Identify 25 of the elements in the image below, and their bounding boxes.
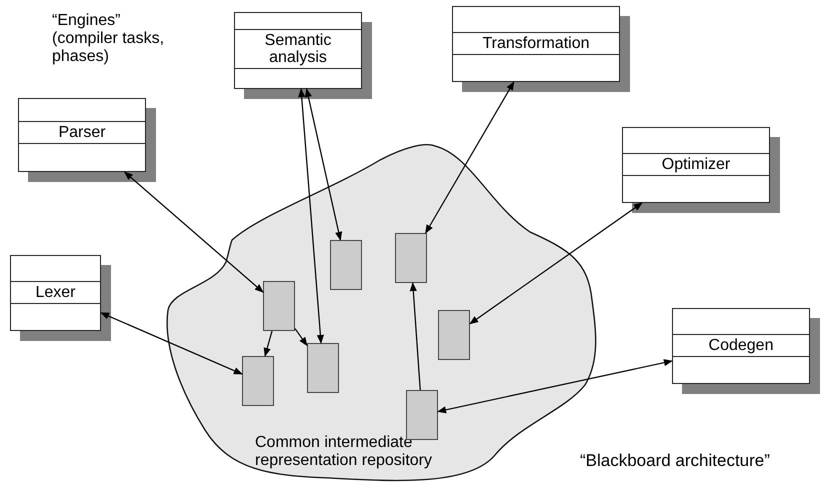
engine-name: Transformation bbox=[453, 32, 619, 55]
data-block bbox=[395, 233, 427, 283]
engine-name: Lexer bbox=[11, 281, 100, 304]
data-block bbox=[438, 310, 470, 360]
arrow bbox=[100, 312, 243, 375]
caption-text: “Blackboard architecture” bbox=[580, 452, 771, 470]
engine-name: Parser bbox=[19, 121, 145, 144]
engine-name: Codegen bbox=[673, 334, 809, 357]
data-block bbox=[307, 343, 339, 393]
engine-name: Semantic analysis bbox=[235, 29, 361, 69]
arrow bbox=[264, 330, 273, 357]
arrow bbox=[298, 88, 324, 344]
arrow bbox=[294, 328, 308, 346]
repository-label: Common intermediate representation repository bbox=[255, 434, 433, 470]
arrow bbox=[410, 282, 421, 390]
data-block bbox=[242, 356, 274, 406]
arrow bbox=[469, 202, 643, 324]
data-block bbox=[330, 240, 362, 290]
arrow bbox=[437, 359, 673, 414]
arrow bbox=[124, 171, 264, 293]
engine-name: Optimizer bbox=[623, 153, 769, 176]
annotation-text: “Engines” (compiler tasks, phases) bbox=[52, 12, 166, 66]
arrow bbox=[304, 88, 342, 241]
arrow bbox=[425, 81, 514, 234]
data-block bbox=[263, 281, 295, 331]
